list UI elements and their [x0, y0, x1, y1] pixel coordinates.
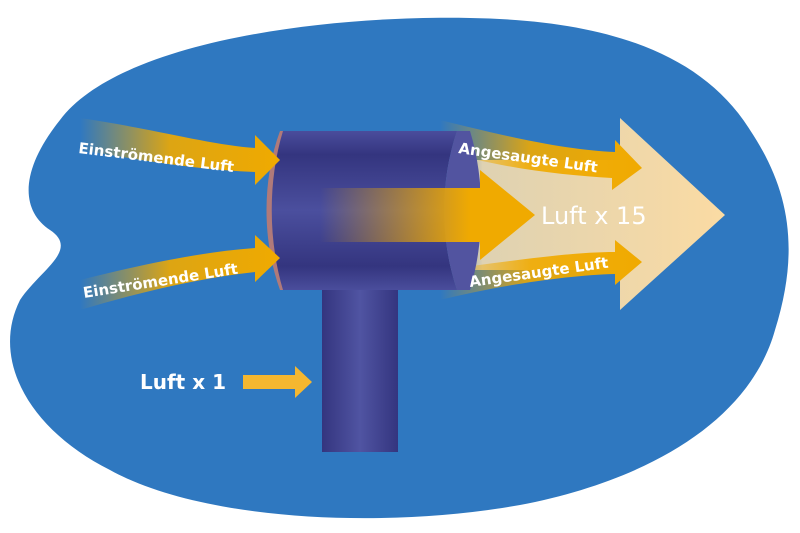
center-flow-arrow — [320, 170, 535, 260]
entrained-arrow-bottom — [440, 240, 642, 300]
input-arrow — [243, 366, 312, 398]
inflow-arrow-bottom — [80, 235, 280, 310]
entrained-arrow-top — [440, 120, 642, 190]
input-label: Luft x 1 — [140, 370, 226, 394]
device-handle — [322, 280, 398, 452]
output-label: Luft x 15 — [541, 202, 647, 230]
inflow-arrow-top — [80, 118, 280, 185]
